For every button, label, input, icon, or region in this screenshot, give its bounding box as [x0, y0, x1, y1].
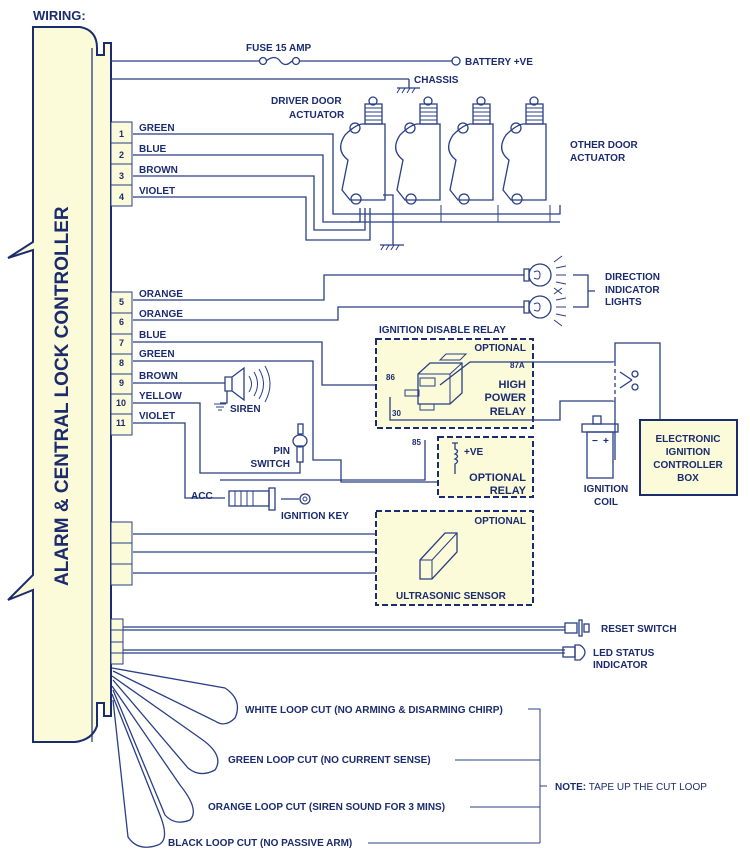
pin-1: 1: [119, 129, 124, 139]
svg-text:86: 86: [386, 373, 395, 382]
svg-text:RESET SWITCH: RESET SWITCH: [601, 624, 677, 635]
cut-loops: WHITE LOOP CUT (NO ARMING & DISARMING CH…: [111, 667, 707, 849]
pin-3: 3: [119, 171, 124, 181]
svg-text:OPTIONAL: OPTIONAL: [474, 343, 526, 354]
other-door-actuator-icon: [501, 96, 547, 205]
svg-text:−: −: [592, 436, 598, 447]
svg-text:+: +: [603, 436, 609, 447]
ground-icon: [380, 244, 404, 251]
svg-text:IGNITION KEY: IGNITION KEY: [281, 511, 349, 522]
svg-text:VIOLET: VIOLET: [139, 411, 175, 422]
bulb-icon: [523, 287, 567, 327]
ignition-coil-icon: − +: [581, 415, 619, 479]
svg-text:7: 7: [119, 338, 124, 348]
svg-text:6: 6: [119, 317, 124, 327]
driver-door-actuator-icon: [340, 96, 386, 205]
svg-text:OPTIONAL: OPTIONAL: [474, 516, 526, 527]
other-door-actuator-icon: [448, 96, 494, 205]
svg-text:10: 10: [116, 398, 126, 408]
battery-terminal-icon: [451, 56, 461, 66]
svg-text:YELLOW: YELLOW: [139, 391, 182, 402]
power-wires: FUSE 15 AMP BATTERY +VE CHASSIS: [111, 43, 533, 94]
pin-2: 2: [119, 150, 124, 160]
wire-label-brown: BROWN: [139, 165, 178, 176]
key-icon: [281, 493, 311, 505]
sensor-icon: [419, 532, 458, 580]
note-text: NOTE: TAPE UP THE CUT LOOP: [555, 782, 707, 793]
diagram-title: WIRING:: [33, 8, 86, 23]
svg-text:ORANGE: ORANGE: [139, 309, 183, 320]
svg-text:ORANGE: ORANGE: [139, 289, 183, 300]
wire-label-blue: BLUE: [139, 144, 167, 155]
svg-text:BLUE: BLUE: [139, 330, 167, 341]
svg-text:9: 9: [119, 378, 124, 388]
controller-body: ALARM & CENTRAL LOCK CONTROLLER: [7, 26, 112, 743]
pin-4: 4: [119, 192, 124, 202]
led-icon: [562, 644, 586, 661]
chassis-ground-icon: [396, 87, 420, 94]
chassis-label: CHASSIS: [414, 75, 459, 86]
ecu-box: [639, 419, 738, 496]
relay-title: IGNITION DISABLE RELAY: [379, 325, 506, 336]
pin-block-1-4: 1 2 3 4 GREEN BLUE BROWN VIOLET: [110, 121, 561, 251]
svg-text:11: 11: [116, 418, 126, 428]
ignition-switch: ACC IGNITION KEY: [191, 487, 349, 522]
coil-icon: [452, 442, 459, 474]
ignition-disable-relay: IGNITION DISABLE RELAY OPTIONAL 86 87A 3…: [375, 325, 615, 447]
svg-text:87A: 87A: [510, 361, 525, 370]
controller-label: ALARM & CENTRAL LOCK CONTROLLER: [52, 206, 73, 586]
wire-label-violet: VIOLET: [139, 186, 175, 197]
svg-text:30: 30: [392, 409, 401, 418]
svg-text:+VE: +VE: [464, 447, 484, 458]
svg-text:SIREN: SIREN: [230, 404, 261, 415]
battery-label: BATTERY +VE: [465, 57, 533, 68]
svg-text:BROWN: BROWN: [139, 371, 178, 382]
relay-icon: [404, 353, 468, 411]
svg-text:ACC: ACC: [191, 491, 213, 502]
loop-orange-label: ORANGE LOOP CUT (SIREN SOUND FOR 3 MINS): [208, 802, 445, 813]
reset-switch-icon: [564, 619, 590, 637]
loop-green-label: GREEN LOOP CUT (NO CURRENT SENSE): [228, 755, 431, 766]
svg-text:GREEN: GREEN: [139, 349, 175, 360]
loop-white-label: WHITE LOOP CUT (NO ARMING & DISARMING CH…: [245, 705, 503, 716]
fuse-label: FUSE 15 AMP: [246, 43, 312, 54]
svg-text:5: 5: [119, 297, 124, 307]
wire-label-green: GREEN: [139, 123, 175, 134]
scissors-icon: [619, 370, 639, 391]
siren: SIREN: [214, 365, 271, 415]
loop-black-label: BLACK LOOP CUT (NO PASSIVE ARM): [168, 838, 352, 849]
svg-text:ULTRASONIC SENSOR: ULTRASONIC SENSOR: [396, 591, 507, 602]
bulb-icon: [523, 255, 567, 295]
pin-block-5-11: 5 6 7 8 9 10 11 ORANGE ORANGE BLUE GREEN…: [110, 274, 524, 499]
other-door-actuator-icon: [395, 96, 441, 205]
svg-text:8: 8: [119, 358, 124, 368]
ultrasonic-sensor: OPTIONAL ULTRASONIC SENSOR: [110, 510, 534, 606]
svg-text:85: 85: [412, 438, 421, 447]
